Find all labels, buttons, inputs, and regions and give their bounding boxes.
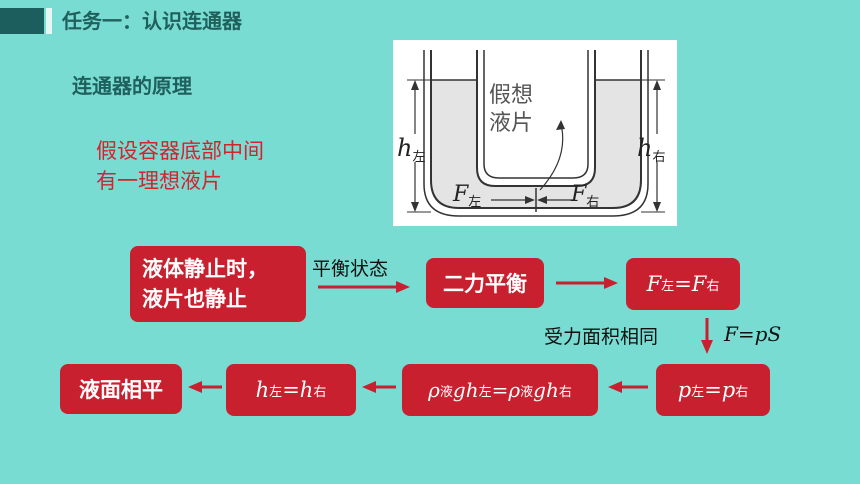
arrow-to-force-equal — [556, 277, 618, 289]
title-accent-bar — [0, 8, 44, 34]
arrow-to-balance — [318, 281, 410, 293]
label-ideal-piece-line2: 液片 — [489, 111, 534, 136]
section-subtitle: 连通器的原理 — [72, 74, 192, 98]
label-ideal-piece-line1: 假想 — [489, 83, 534, 108]
arrow-to-height — [362, 381, 396, 393]
box-level-equal: 液面相平 — [60, 364, 182, 414]
box-liquid-static-line2: 液片也静止 — [142, 287, 247, 311]
label-same-area: 受力面积相同 — [544, 326, 659, 348]
label-equilibrium: 平衡状态 — [312, 258, 389, 280]
label-h-left: h左 — [397, 134, 426, 165]
box-liquid-static-line1: 液体静止时， — [142, 257, 268, 281]
page-title: 任务一：认识连通器 — [62, 9, 242, 33]
label-ideal-piece: 假想 液片 — [489, 82, 533, 138]
label-h-right: h右 — [637, 134, 666, 165]
u-tube-svg — [407, 50, 665, 217]
box-liquid-static: 液体静止时， 液片也静止 — [130, 246, 306, 322]
hypothesis-text: 假设容器底部中间 有一理想液片 — [96, 136, 264, 196]
box-two-force-balance: 二力平衡 — [426, 258, 544, 308]
formula-f-ps: F=pS — [724, 322, 782, 346]
title-accent-stripe — [46, 8, 52, 34]
hypothesis-line-1: 假设容器底部中间 — [96, 139, 264, 163]
label-f-left: F左 — [453, 182, 482, 210]
arrow-down — [701, 318, 713, 354]
hypothesis-line-2: 有一理想液片 — [96, 169, 222, 193]
arrow-to-rho — [608, 381, 648, 393]
arrow-to-level — [188, 381, 222, 393]
u-tube-diagram: 假想 液片 h左 h右 F左 F右 — [393, 40, 677, 226]
label-f-right: F右 — [571, 182, 600, 210]
